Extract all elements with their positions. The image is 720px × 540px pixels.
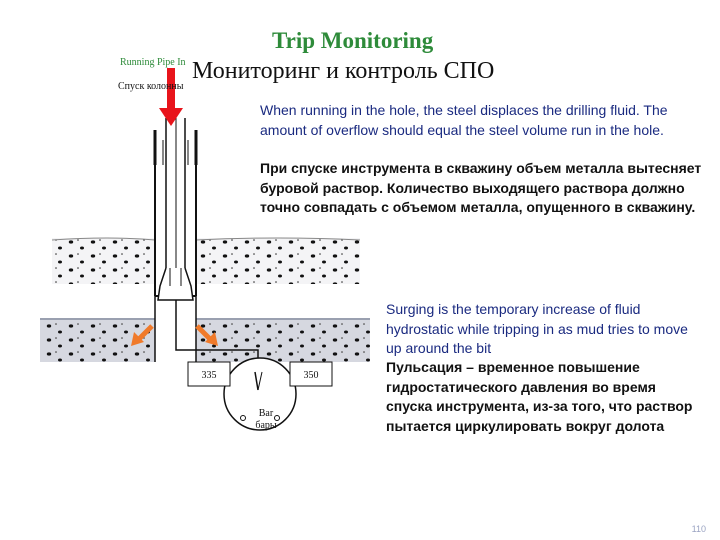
gauge-unit-ru: бары (255, 420, 277, 431)
gauge-unit-en: Bar (259, 408, 274, 419)
pipe-label-ru: Спуск колонны (118, 81, 184, 92)
paragraph-surging-en: Surging is the temporary increase of flu… (386, 301, 688, 356)
gauge-right-value: 350 (304, 370, 319, 381)
page-number: 110 (691, 524, 706, 534)
title-ru: Мониторинг и контроль СПО (192, 58, 495, 84)
upper-formation (51, 237, 361, 284)
pressure-gauge: 335 350 Bar бары (187, 357, 333, 431)
pipe-label-en: Running Pipe In (120, 57, 186, 68)
paragraph-displacement-en: When running in the hole, the steel disp… (260, 102, 668, 138)
paragraph-displacement-ru: При спуске инструмента в скважину объем … (260, 160, 702, 215)
drill-pipe (157, 118, 194, 301)
running-pipe-in-arrow-icon (159, 68, 183, 126)
wellhead-lines (153, 130, 198, 165)
surge-arrows-icon (131, 324, 218, 346)
lower-formation (40, 318, 370, 362)
paragraph-surging-ru: Пульсация – временное повышение гидроста… (386, 359, 693, 434)
title-en: Trip Monitoring (272, 28, 434, 53)
gauge-left-value: 335 (202, 370, 217, 381)
